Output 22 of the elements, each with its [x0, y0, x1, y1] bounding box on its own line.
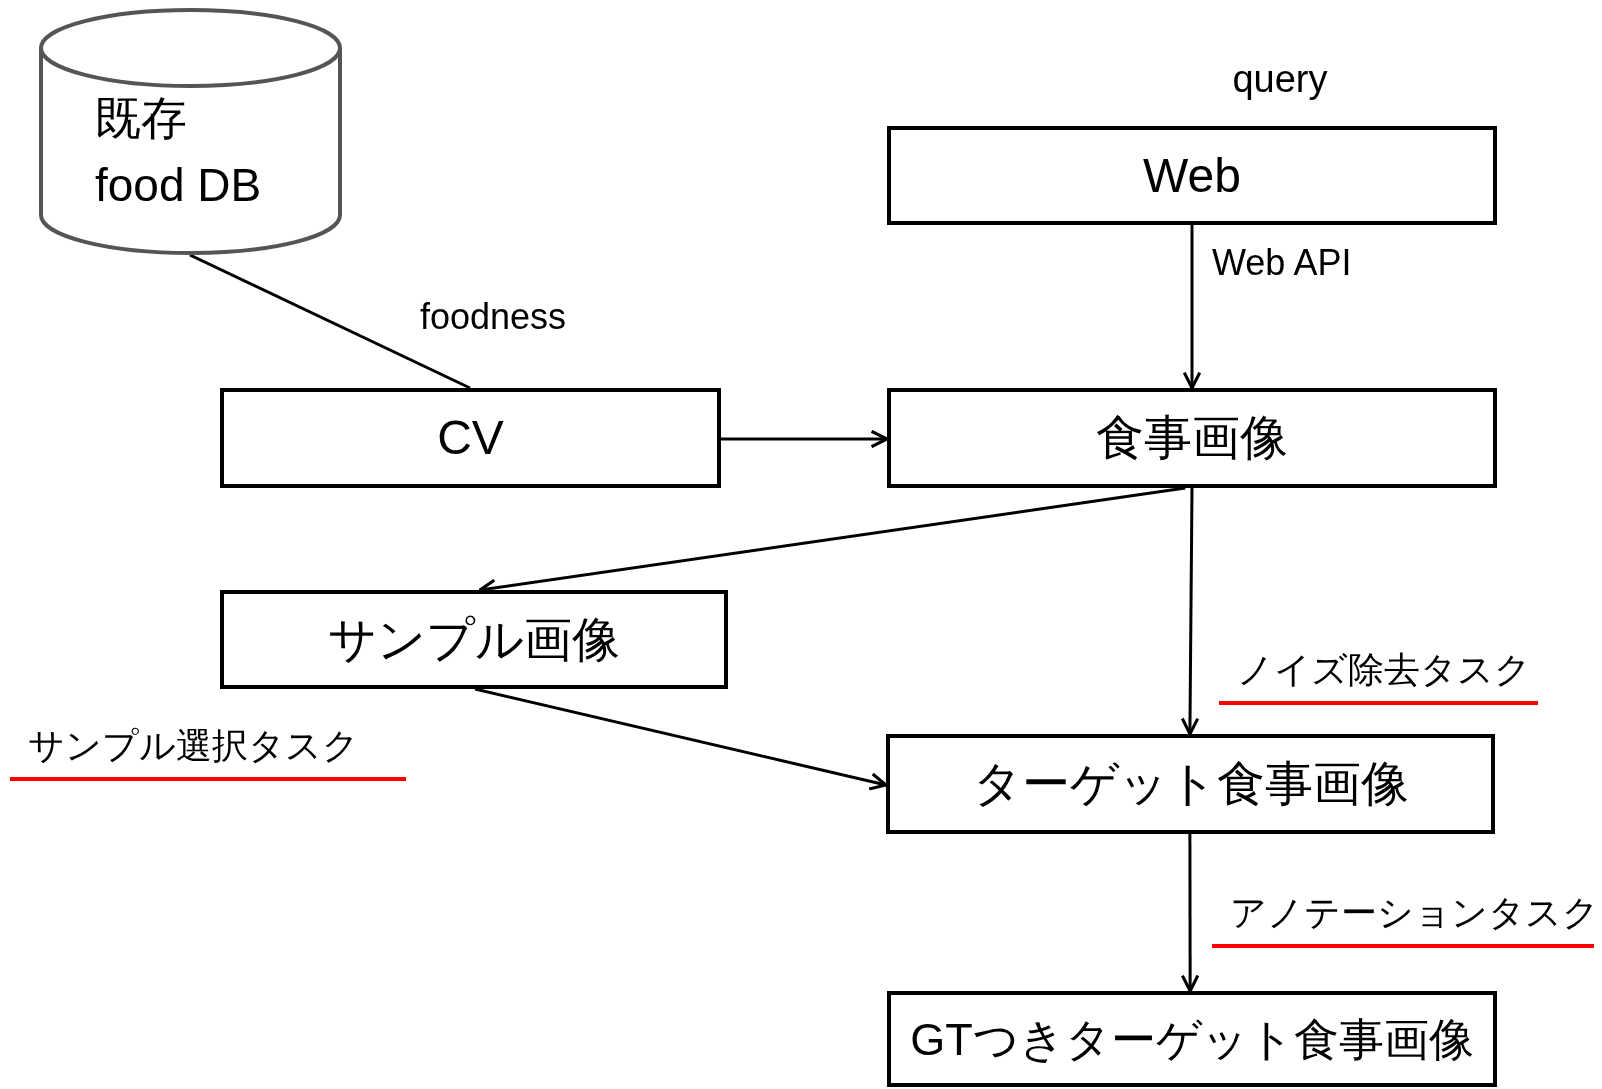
arrow — [721, 429, 889, 449]
node-text: 食事画像 — [1096, 410, 1288, 467]
process-box — [886, 734, 1495, 834]
edge-label: foodness — [420, 296, 567, 338]
process-box — [887, 991, 1497, 1087]
process-box — [220, 388, 721, 488]
annotation-text: query — [1231, 58, 1329, 101]
node-text: Web — [1143, 147, 1241, 204]
process-box — [220, 590, 728, 689]
node-text: サンプル画像 — [328, 611, 620, 668]
edge-label: Web API — [1212, 242, 1352, 284]
node-text: CV — [437, 410, 504, 467]
arrow — [474, 687, 888, 791]
connector-line — [189, 253, 471, 390]
process-box — [887, 126, 1497, 225]
node-text: ターゲット食事画像 — [972, 756, 1409, 813]
arrow — [1182, 225, 1202, 390]
arrow — [1180, 834, 1200, 993]
node-text: GTつきターゲット食事画像 — [910, 1012, 1474, 1067]
arrow — [1180, 488, 1200, 736]
process-box — [887, 388, 1497, 488]
node-text: 既存 food DB — [95, 90, 263, 213]
